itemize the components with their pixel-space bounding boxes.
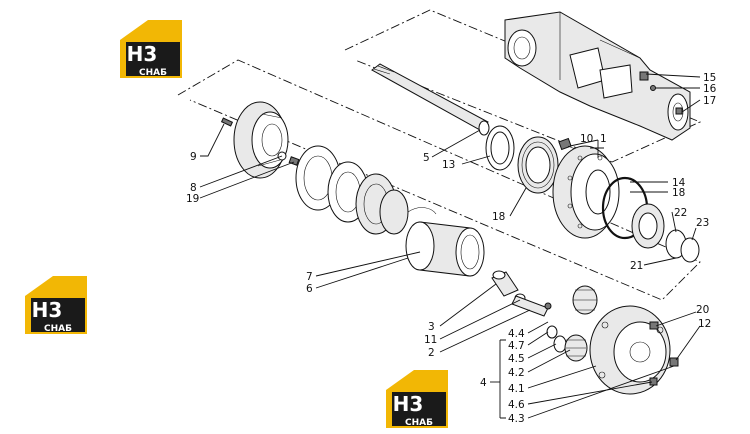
callout-4-3: 4.3: [508, 413, 525, 425]
callout-4-5: 4.5: [508, 353, 525, 365]
callout-9: 9: [190, 151, 197, 163]
callout-20: 20: [696, 304, 709, 316]
callout-12: 12: [698, 318, 711, 330]
ring-gear: [405, 207, 485, 277]
callout-15: 15: [703, 72, 716, 84]
callout-18a: 18: [492, 211, 505, 223]
callout-5: 5: [423, 152, 430, 164]
planet-gear-small: [564, 334, 588, 362]
planet-pin: [491, 270, 519, 297]
callout-3: 3: [428, 321, 435, 333]
logo-left: H3 СНАБ: [25, 276, 87, 334]
planet-shaft: [511, 295, 552, 317]
callout-18b: 18: [672, 187, 685, 199]
callout-6: 6: [306, 283, 313, 295]
axle-housing: [504, 11, 691, 141]
callout-14: 14: [672, 177, 686, 189]
frame-upper: [344, 9, 702, 163]
logo-sub-text: СНАБ: [139, 68, 167, 78]
frame-lower: [177, 59, 701, 301]
fill-plug: [649, 377, 658, 386]
callout-4-6: 4.6: [508, 399, 525, 411]
callout-7: 7: [306, 271, 313, 283]
logo-main-text: H3: [32, 298, 63, 322]
callout-19: 19: [186, 193, 199, 205]
callout-17: 17: [703, 95, 716, 107]
brake-discs: [295, 145, 409, 235]
callout-2: 2: [428, 347, 435, 359]
bearing-outer: [631, 203, 665, 249]
callout-21: 21: [630, 260, 643, 272]
screw: [288, 156, 300, 166]
callouts: 15 16 17 10 1 9 5 13 8 19 14 18 18 22 23…: [186, 72, 717, 425]
callout-23: 23: [696, 217, 709, 229]
callout-8: 8: [190, 182, 197, 194]
callout-4-7: 4.7: [508, 340, 525, 352]
callout-4-4: 4.4: [508, 328, 525, 340]
logo-top: H3 СНАБ: [120, 20, 182, 78]
pin: [220, 117, 234, 127]
callout-4-1: 4.1: [508, 383, 525, 395]
leader-lines: [199, 73, 701, 419]
axle-shaft: [371, 63, 490, 136]
circlip: [680, 237, 700, 263]
callout-4: 4: [480, 377, 487, 389]
callout-4-2: 4.2: [508, 367, 525, 379]
logo-sub-text: СНАБ: [405, 418, 433, 428]
bearing-inner: [517, 136, 559, 194]
callout-16: 16: [703, 83, 717, 95]
logo-main-text: H3: [127, 42, 158, 66]
callout-22: 22: [674, 207, 687, 219]
logo-bottom: H3 СНАБ: [386, 370, 448, 428]
planet-carrier: [589, 305, 671, 395]
callout-1: 1: [600, 133, 607, 145]
seal-ring: [485, 125, 515, 171]
logo-main-text: H3: [393, 392, 424, 416]
planet-gear: [572, 285, 598, 315]
ring-washer: [546, 325, 558, 339]
logo-sub-text: СНАБ: [44, 324, 72, 334]
brake-carrier: [233, 101, 289, 179]
callout-13: 13: [442, 159, 455, 171]
callout-10: 10: [580, 133, 593, 145]
callout-11: 11: [424, 334, 437, 346]
wheel-hub: [552, 145, 620, 239]
